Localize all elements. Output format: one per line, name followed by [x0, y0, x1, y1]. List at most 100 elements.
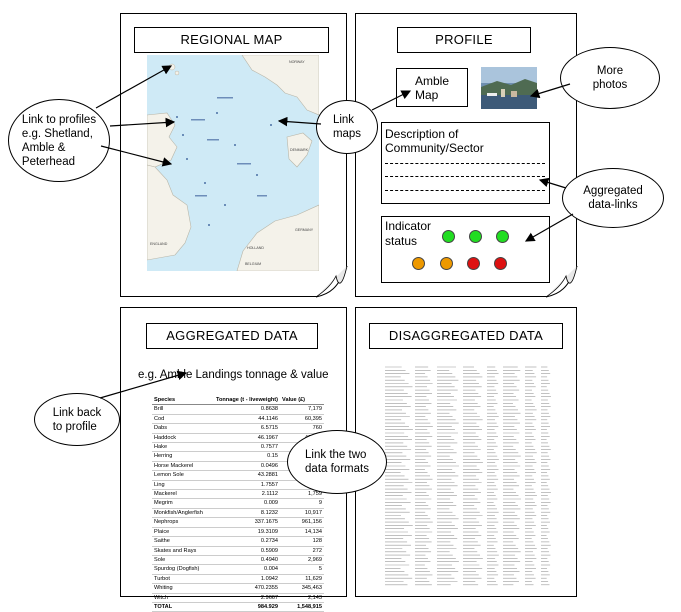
value-cell: 9 [280, 498, 324, 509]
total-cell: TOTAL [152, 601, 214, 612]
value-cell: 128 [280, 536, 324, 547]
tonnage-cell: 44.1146 [213, 414, 281, 425]
regional-map-image[interactable]: NORWAY DENMARK ENGLAND HOLLAND BELGIUM G… [147, 55, 319, 271]
regional-map-title: REGIONAL MAP [134, 27, 329, 53]
tonnage-cell: 19.3109 [213, 527, 281, 538]
indicator-dot-green[interactable] [469, 230, 482, 243]
species-cell: Spurdog (Dogfish) [152, 564, 214, 575]
column-header: Species [152, 396, 214, 406]
disaggregated-table-image[interactable] [383, 364, 553, 589]
indicator-box[interactable]: Indicator status [381, 216, 550, 283]
tonnage-cell: 0.2734 [213, 536, 281, 547]
tonnage-cell: 0.0496 [213, 461, 281, 472]
profile-photo[interactable] [481, 67, 537, 109]
link-back-text: Link back to profile [52, 406, 102, 433]
tonnage-cell: 0.5909 [213, 546, 281, 556]
description-line-2 [385, 176, 545, 177]
tonnage-cell: 2.9667 [213, 593, 281, 603]
tonnage-cell: 43.2881 [213, 470, 281, 481]
species-cell: Whiting [152, 583, 214, 594]
value-cell: 760 [280, 423, 324, 434]
indicator-dot-orange[interactable] [412, 257, 425, 270]
tonnage-cell: 46.1967 [213, 433, 281, 444]
column-header: Value (£) [280, 396, 324, 406]
tonnage-cell: 2.1112 [213, 489, 281, 500]
link-profiles-bubble: Link to profiles e.g. Shetland, Amble & … [8, 99, 110, 182]
value-cell: 11,629 [280, 574, 324, 585]
map-label-germany: GERMANY [295, 228, 314, 232]
species-cell: Skates and Rays [152, 546, 214, 556]
indicator-dot-red[interactable] [494, 257, 507, 270]
page-curl-profile [546, 266, 578, 298]
species-cell: Nephrops [152, 517, 214, 528]
species-cell: Horse Mackerel [152, 461, 214, 472]
indicator-label: Indicator status [385, 219, 432, 248]
value-cell: 60,395 [280, 414, 324, 425]
species-cell: Cod [152, 414, 214, 425]
more-photos-bubble: More photos [560, 47, 660, 109]
table-header-row: Species Tonnage (t - liveweight) Value (… [152, 396, 324, 406]
aggregated-table[interactable]: Species Tonnage (t - liveweight) Value (… [152, 396, 324, 612]
species-cell: Mackerel [152, 489, 214, 500]
tonnage-cell: 6.5715 [213, 423, 281, 434]
tonnage-cell: 1.7557 [213, 480, 281, 491]
profile-title: PROFILE [397, 27, 531, 53]
tonnage-cell: 0.009 [213, 498, 281, 509]
species-cell: Plaice [152, 527, 214, 538]
species-cell: Saithe [152, 536, 214, 547]
aggregated-caption: e.g. Amble Landings tonnage & value [138, 369, 329, 381]
value-cell: 272 [280, 546, 324, 556]
species-cell: Sole [152, 555, 214, 566]
aggregated-data-links-bubble: Aggregated data-links [562, 168, 664, 228]
map-label-denmark: DENMARK [290, 148, 309, 152]
species-cell: Lemon Sole [152, 470, 214, 481]
species-cell: Hake [152, 442, 214, 453]
species-cell: Ling [152, 480, 214, 491]
value-cell: 14,134 [280, 527, 324, 538]
link-maps-text: Link maps [332, 114, 362, 140]
page-curl-regional [316, 266, 348, 298]
value-cell: 2,969 [280, 555, 324, 566]
indicator-dot-green[interactable] [496, 230, 509, 243]
value-cell: 2,143 [280, 593, 324, 603]
map-label-belgium: BELGIUM [245, 262, 261, 266]
link-profiles-text: Link to profiles e.g. Shetland, Amble & … [21, 113, 97, 168]
indicator-dot-red[interactable] [467, 257, 480, 270]
species-cell: Dabs [152, 423, 214, 434]
value-cell: 7,179 [280, 404, 324, 415]
value-cell: 961,156 [280, 517, 324, 528]
tonnage-cell: 0.8638 [213, 404, 281, 415]
total-cell: 1,548,915 [280, 601, 324, 612]
aggregated-data-links-text: Aggregated data-links [583, 185, 643, 211]
description-box[interactable]: Description of Community/Sector [381, 122, 550, 204]
more-photos-text: More photos [592, 65, 628, 91]
species-cell: Turbot [152, 574, 214, 585]
tonnage-cell: 8.1232 [213, 508, 281, 519]
indicator-dot-orange[interactable] [440, 257, 453, 270]
tonnage-cell: 0.4940 [213, 555, 281, 566]
total-cell: 984.929 [213, 601, 281, 612]
value-cell: 5 [280, 564, 324, 575]
tonnage-cell: 1.0942 [213, 574, 281, 585]
value-cell: 345,463 [280, 583, 324, 594]
species-cell: Haddock [152, 433, 214, 444]
species-cell: Herring [152, 451, 214, 462]
description-line-1 [385, 163, 545, 164]
column-header: Tonnage (t - liveweight) [213, 396, 281, 406]
indicator-dot-green[interactable] [442, 230, 455, 243]
tonnage-cell: 0.15 [213, 451, 281, 462]
amble-map-box[interactable]: Amble Map [396, 68, 468, 107]
